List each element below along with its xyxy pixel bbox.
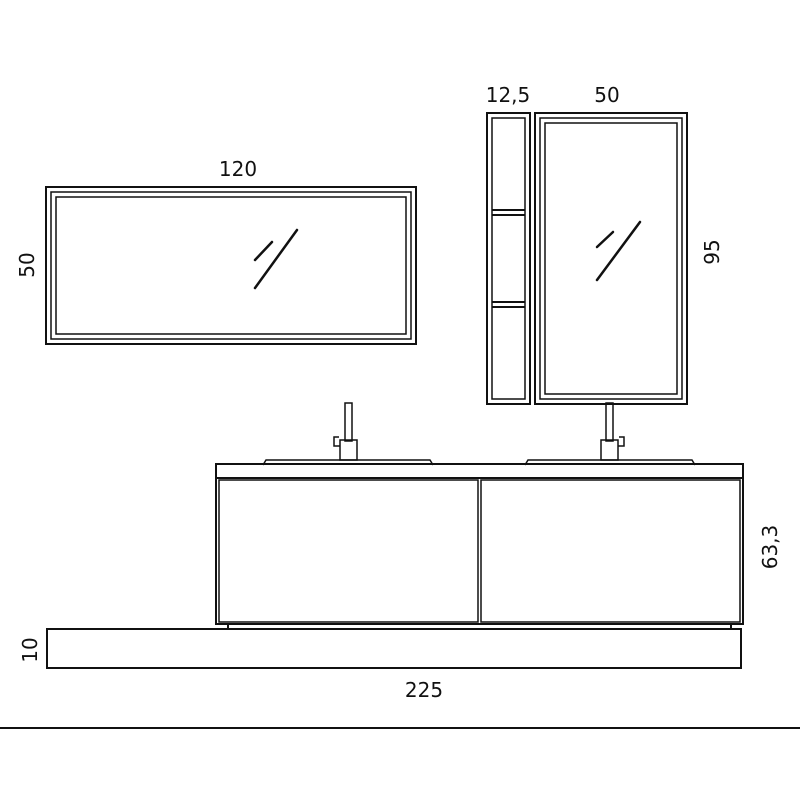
wide-mirror-height-label: 50 <box>15 252 39 277</box>
cabinet-height-label: 63,3 <box>758 525 782 570</box>
left-basin <box>262 459 434 466</box>
left-faucet-icon <box>333 402 358 461</box>
total-width-label: 225 <box>405 678 443 702</box>
vanity-cabinet <box>215 463 744 629</box>
tall-mirror <box>534 112 688 405</box>
right-faucet-icon <box>600 402 625 461</box>
wide-mirror <box>45 186 417 345</box>
tall-mirror-reflection-icon <box>595 220 642 282</box>
right-basin <box>524 459 696 466</box>
tall-mirror-width-label: 50 <box>594 83 619 107</box>
base-thickness-label: 10 <box>18 637 42 662</box>
wide-mirror-reflection-icon <box>253 228 299 290</box>
shelf-unit <box>486 112 531 405</box>
tall-mirror-height-label: 95 <box>700 239 724 264</box>
wide-mirror-width-label: 120 <box>219 157 257 181</box>
shelf-unit-width-label: 12,5 <box>486 83 531 107</box>
base-plinth <box>46 628 742 669</box>
